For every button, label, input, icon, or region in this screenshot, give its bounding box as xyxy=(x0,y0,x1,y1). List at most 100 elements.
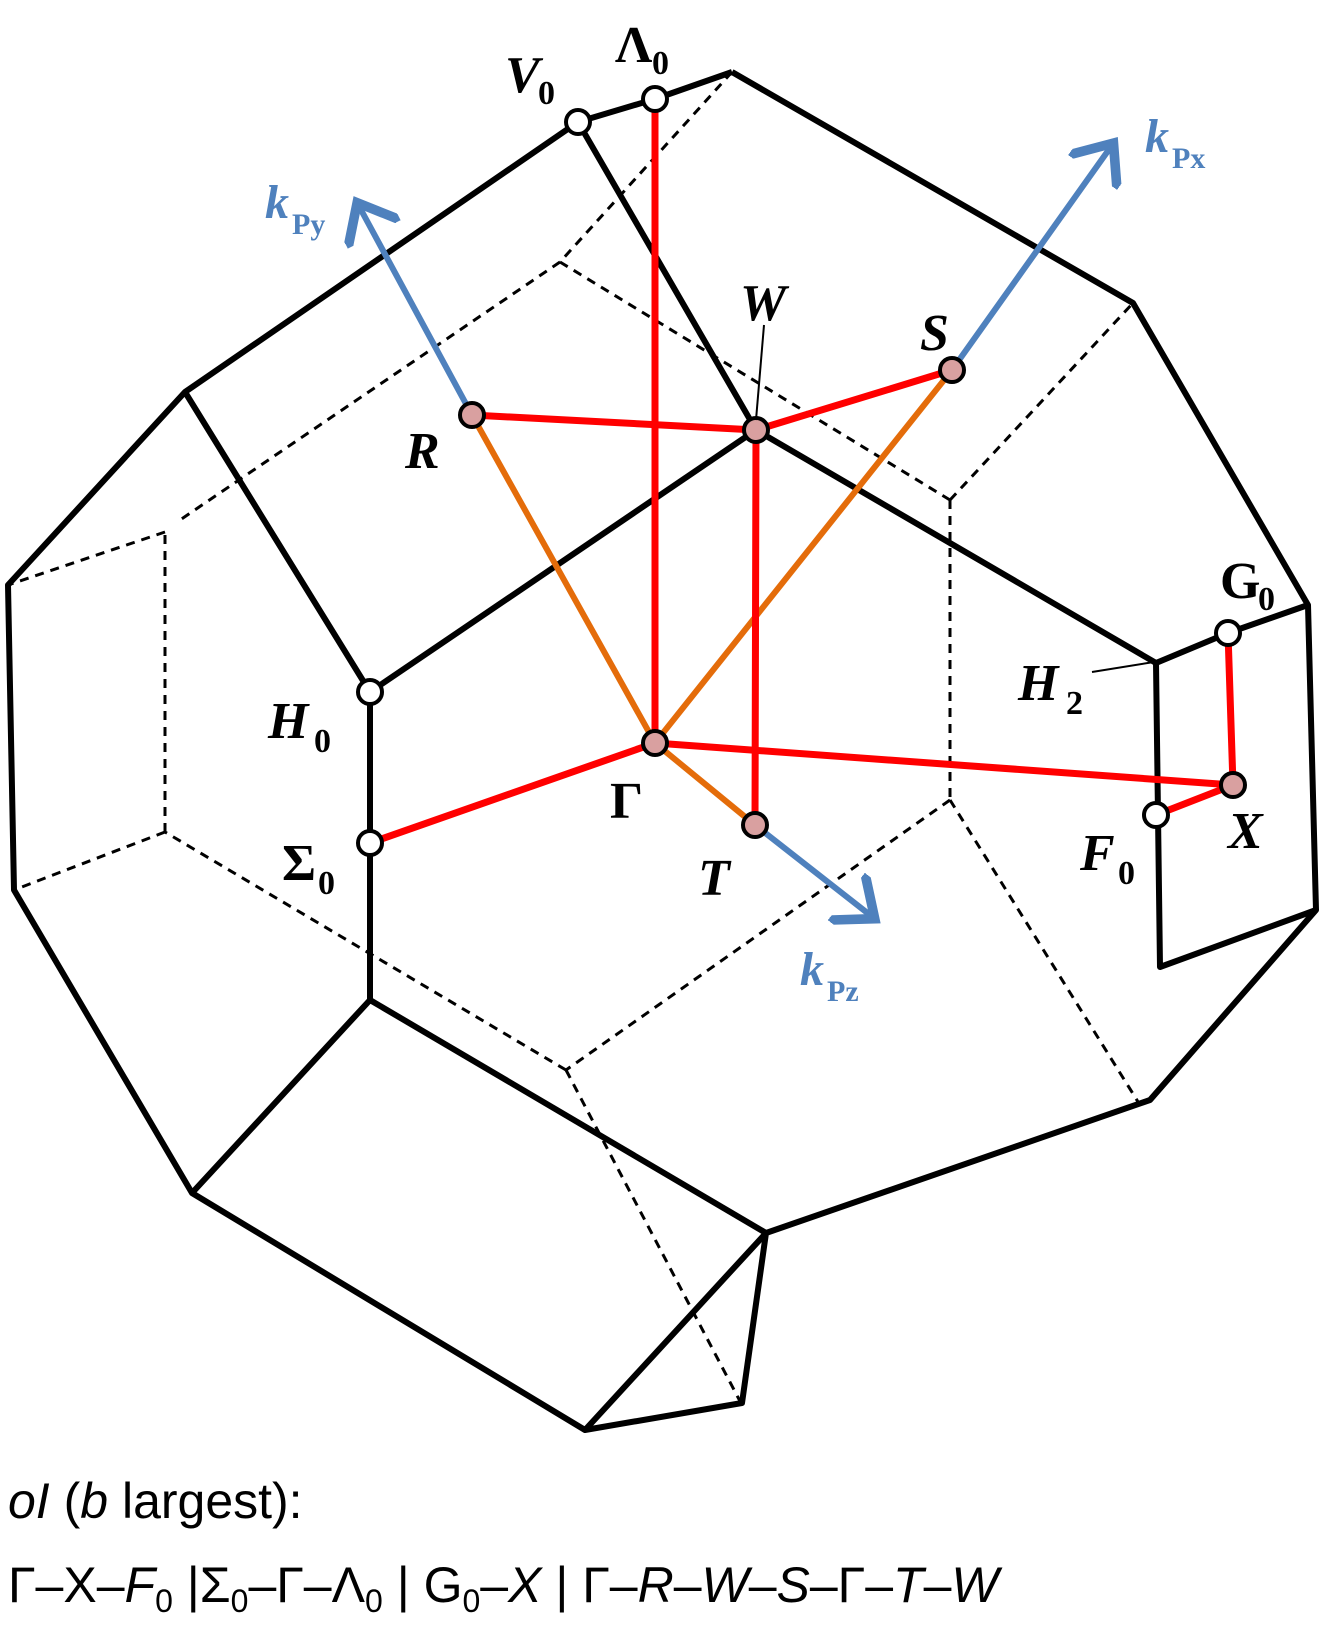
caption-path: –Γ– xyxy=(809,1557,894,1613)
label-h2-main: H xyxy=(1017,655,1060,712)
label-h0-main: H xyxy=(267,693,310,750)
visible-edge xyxy=(582,1230,769,1433)
caption-sub: 0 xyxy=(155,1583,173,1619)
caption-sub: 0 xyxy=(462,1583,481,1619)
caption-lattice: oI xyxy=(8,1473,50,1529)
caption-path: –Γ–Λ xyxy=(248,1557,366,1613)
path-gamma-t xyxy=(652,740,758,828)
label-r: R xyxy=(404,423,440,480)
label-h0-sub: 0 xyxy=(314,723,331,760)
label-sigma0: Σ 0 xyxy=(282,835,335,902)
label-f0: F 0 xyxy=(1079,825,1135,892)
leader-h2 xyxy=(1091,661,1155,673)
point-r xyxy=(458,401,486,429)
kpz-axis-arrow xyxy=(752,822,870,915)
label-kpx-main: k xyxy=(1145,110,1169,163)
axis-arrows xyxy=(360,148,1110,915)
label-kpy: k Py xyxy=(265,176,325,241)
caption-path: S xyxy=(776,1557,810,1613)
caption-path: F xyxy=(124,1557,156,1613)
label-v0-main: V xyxy=(505,47,544,104)
label-v0: V 0 xyxy=(505,47,555,112)
axis-labels: k Px k Py k Pz xyxy=(265,110,1205,1008)
label-kpx: k Px xyxy=(1145,110,1205,175)
caption-path: W xyxy=(701,1557,749,1613)
label-kpz: k Pz xyxy=(800,943,859,1008)
caption-path: R xyxy=(637,1557,674,1613)
point-g0 xyxy=(1214,619,1242,647)
hidden-edge xyxy=(13,830,166,892)
label-v0-sub: 0 xyxy=(538,75,555,112)
point-lambda0 xyxy=(641,85,669,113)
point-v0 xyxy=(564,108,592,136)
path-gamma-x xyxy=(651,739,1237,789)
caption-path: Γ–X– xyxy=(8,1557,125,1613)
caption-path: – xyxy=(923,1557,952,1613)
label-h0: H 0 xyxy=(267,693,331,760)
caption-line-1: oI (b largest): xyxy=(8,1472,303,1530)
orange-paths xyxy=(469,367,955,828)
caption-path: – xyxy=(673,1557,702,1613)
caption-path: – xyxy=(480,1557,509,1613)
point-f0 xyxy=(1142,801,1170,829)
caption-text: largest): xyxy=(108,1473,303,1529)
caption-text: ( xyxy=(49,1473,81,1529)
label-f0-main: F xyxy=(1079,825,1115,882)
label-lambda0-main: Λ xyxy=(615,17,652,74)
point-x xyxy=(1219,771,1247,799)
path-sigma0-gamma xyxy=(366,739,659,847)
path-w-s xyxy=(752,366,956,434)
hidden-edge xyxy=(179,260,561,522)
red-paths xyxy=(366,95,1237,847)
label-lambda0: Λ 0 xyxy=(615,17,669,82)
leader-lines xyxy=(755,324,1155,673)
caption-path: X xyxy=(508,1557,542,1613)
label-h2: H 2 xyxy=(1017,655,1083,722)
label-sigma0-main: Σ xyxy=(282,835,316,892)
kpx-axis-arrow xyxy=(949,148,1110,373)
visible-edge xyxy=(368,427,758,695)
open-points xyxy=(356,85,1242,857)
caption-sub: 0 xyxy=(365,1583,383,1619)
hidden-edge xyxy=(565,798,951,1072)
caption-axis: b xyxy=(80,1473,109,1529)
caption-line-2: Γ–X–F0 |Σ0–Γ–Λ0 | G0–X | Γ–R–W–S–Γ–T–W xyxy=(8,1556,999,1620)
hidden-edge xyxy=(559,260,951,502)
point-w xyxy=(742,416,770,444)
label-w: W xyxy=(740,275,790,332)
hidden-edge xyxy=(948,301,1135,502)
hidden-edges xyxy=(7,70,1142,1406)
path-r-gamma xyxy=(469,412,658,746)
point-s xyxy=(938,356,966,384)
caption-path: | Γ– xyxy=(541,1557,638,1613)
label-x: X xyxy=(1226,803,1264,860)
leader-w xyxy=(755,324,765,421)
caption-path: T xyxy=(893,1557,924,1613)
label-f0-sub: 0 xyxy=(1118,855,1135,892)
path-gamma-s xyxy=(652,367,955,746)
label-kpz-sub: Pz xyxy=(827,975,859,1008)
label-gamma: Γ xyxy=(610,773,643,830)
label-kpz-main: k xyxy=(800,943,824,996)
visible-edge xyxy=(1153,662,1318,970)
path-r-w xyxy=(468,411,760,434)
label-kpy-sub: Py xyxy=(292,208,325,241)
label-g0-main: G xyxy=(1220,553,1260,610)
visible-edge xyxy=(368,997,768,1236)
path-g0-x xyxy=(1224,629,1237,789)
label-t: T xyxy=(698,850,732,907)
hidden-edge xyxy=(164,830,567,1072)
path-w-t xyxy=(751,426,760,829)
label-sigma0-sub: 0 xyxy=(318,865,335,902)
caption-path: | G xyxy=(382,1557,463,1613)
label-g0-sub: 0 xyxy=(1258,581,1275,618)
caption-sub: 0 xyxy=(230,1583,249,1619)
label-g0: G 0 xyxy=(1220,553,1275,618)
label-s: S xyxy=(920,305,949,362)
visible-edge xyxy=(182,390,373,1196)
kpy-axis-arrow xyxy=(360,208,475,418)
point-gamma xyxy=(641,729,669,757)
point-h0 xyxy=(356,678,384,706)
hidden-edge xyxy=(948,799,1142,1106)
